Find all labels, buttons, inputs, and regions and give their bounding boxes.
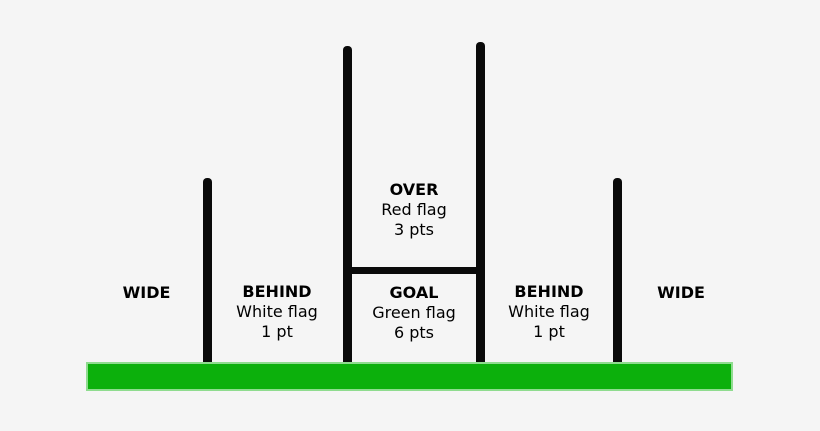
- goal-post-right: [476, 42, 485, 364]
- zone-flag: Red flag: [381, 200, 447, 219]
- zone-goal: GOAL Green flag 6 pts: [352, 283, 476, 343]
- zone-label: BEHIND: [242, 282, 312, 301]
- zone-behind-left: BEHIND White flag 1 pt: [211, 282, 343, 342]
- zone-behind-right: BEHIND White flag 1 pt: [485, 282, 613, 342]
- zone-flag: White flag: [236, 302, 318, 321]
- crossbar: [343, 267, 485, 274]
- zone-over: OVER Red flag 3 pts: [352, 180, 476, 240]
- zone-label: WIDE: [657, 283, 705, 302]
- zone-label: OVER: [389, 180, 439, 199]
- zone-points: 3 pts: [393, 220, 435, 239]
- zone-points: 6 pts: [393, 323, 435, 342]
- behind-post-right: [613, 178, 622, 364]
- ground-strip: [86, 362, 733, 391]
- zone-flag: White flag: [508, 302, 590, 321]
- zone-flag: Green flag: [372, 303, 456, 322]
- zone-label: BEHIND: [514, 282, 584, 301]
- zone-label: GOAL: [389, 283, 439, 302]
- zone-label: WIDE: [122, 283, 171, 302]
- zone-wide-left: WIDE: [86, 283, 207, 303]
- zone-wide-right: WIDE: [622, 283, 740, 303]
- behind-post-left: [203, 178, 212, 364]
- zone-points: 1 pt: [261, 322, 293, 341]
- zone-points: 1 pt: [533, 322, 565, 341]
- goal-post-left: [343, 46, 352, 364]
